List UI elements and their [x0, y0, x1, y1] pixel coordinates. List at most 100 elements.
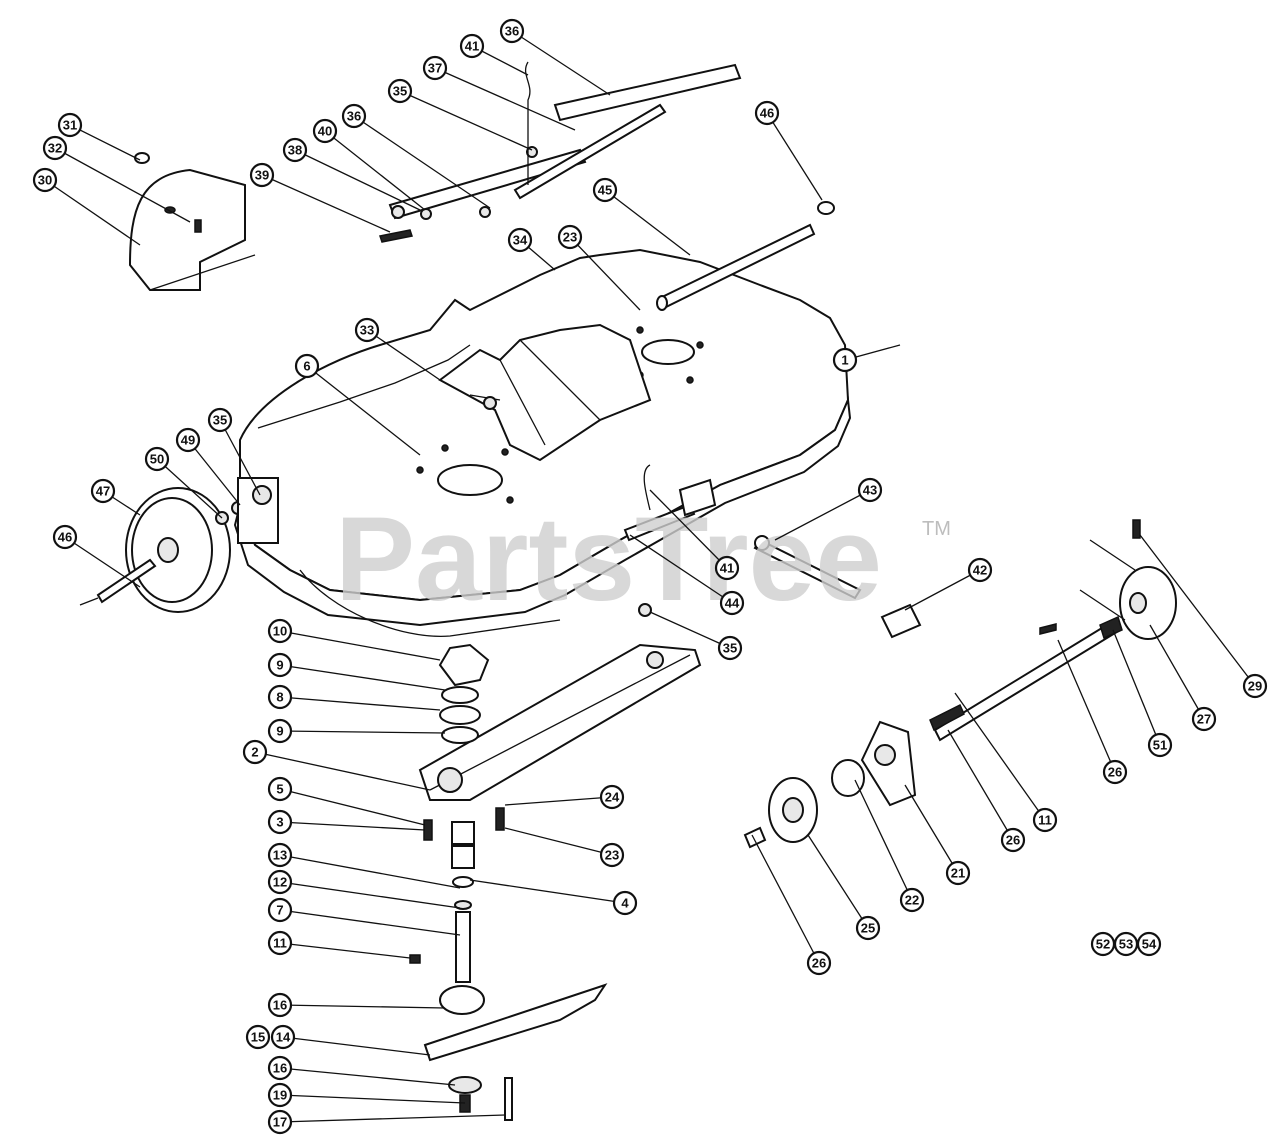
- callout-c24: 24: [599, 784, 625, 810]
- callout-leader-c40: [324, 130, 426, 211]
- callout-label: 26: [812, 956, 826, 971]
- callout-c40: 40: [312, 118, 338, 144]
- callout-c34: 34: [507, 227, 533, 253]
- callout-leader-c50: [156, 458, 223, 519]
- callout-leader-c9b: [279, 730, 446, 734]
- callout-leader-c49: [187, 439, 241, 506]
- callout-label: 4: [621, 896, 629, 911]
- callout-label: 11: [273, 936, 287, 951]
- callout-leader-c35c: [649, 611, 731, 649]
- callout-leader-c38: [294, 149, 421, 211]
- callout-c5: 5: [267, 776, 293, 802]
- callout-leader-c22: [854, 779, 913, 901]
- callout-label: 29: [1248, 679, 1262, 694]
- callout-c36a: 36: [341, 103, 367, 129]
- callout-c26b: 26: [1102, 759, 1128, 785]
- callout-leader-c16b: [279, 1067, 456, 1086]
- callout-label: 27: [1197, 712, 1211, 727]
- callout-leader-c35a: [399, 90, 533, 151]
- callout-label: 51: [1153, 738, 1167, 753]
- callout-leader-c2: [254, 751, 431, 791]
- callout-c33: 33: [354, 317, 380, 343]
- callout-label: 35: [723, 641, 737, 656]
- callout-label: 52: [1096, 937, 1110, 952]
- callout-label: 1: [841, 353, 848, 368]
- callout-leader-c7: [279, 909, 461, 936]
- callout-label: 35: [393, 84, 407, 99]
- callout-c23b: 23: [599, 842, 625, 868]
- callout-c32: 32: [42, 135, 68, 161]
- callout-c41a: 41: [459, 33, 485, 59]
- callout-leader-c26a: [751, 834, 820, 964]
- callout-leader-c29: [1139, 534, 1256, 687]
- callout-label: 19: [273, 1088, 287, 1103]
- callout-c44: 44: [719, 590, 745, 616]
- callout-label: 2: [251, 745, 258, 760]
- callout-c29: 29: [1242, 673, 1268, 699]
- callout-label: 40: [318, 124, 332, 139]
- callout-c50: 50: [144, 446, 170, 472]
- deck-hitch-hardware: [623, 464, 922, 639]
- deck-wheel: [79, 487, 231, 613]
- callout-c39: 39: [249, 162, 275, 188]
- callout-leader-c39: [261, 174, 391, 233]
- callout-label: 44: [725, 596, 740, 611]
- callout-c14: 14: [270, 1024, 296, 1050]
- spindle-plate: [418, 643, 702, 801]
- callout-c26a: 26: [806, 950, 832, 976]
- callout-label: 35: [213, 413, 227, 428]
- callout-c23a: 23: [557, 224, 583, 250]
- callout-leader-c41b: [649, 489, 728, 569]
- callout-leader-c51: [1112, 629, 1161, 746]
- callout-c46a: 46: [52, 524, 78, 550]
- callout-c43: 43: [857, 477, 883, 503]
- callout-c51: 51: [1147, 732, 1173, 758]
- callout-leader-c32: [54, 147, 191, 223]
- callout-label: 30: [38, 173, 52, 188]
- callout-c45: 45: [592, 177, 618, 203]
- callout-leader-c14: [282, 1036, 431, 1056]
- callout-label: 32: [48, 141, 62, 156]
- callout-c16b: 16: [267, 1055, 293, 1081]
- callout-c8: 8: [267, 684, 293, 710]
- callout-c35a: 35: [387, 78, 413, 104]
- callout-c22: 22: [899, 887, 925, 913]
- callout-c37: 37: [422, 55, 448, 81]
- callout-c35b: 35: [207, 407, 233, 433]
- callout-leader-c21: [904, 784, 959, 874]
- callout-c9a: 9: [267, 652, 293, 678]
- callout-leader-c23a: [569, 236, 641, 311]
- watermark-text: PartsTree: [335, 492, 882, 626]
- callout-c27: 27: [1191, 706, 1217, 732]
- callout-leader-c23b: [504, 827, 613, 856]
- callout-leader-c36b: [511, 30, 611, 96]
- callout-leader-c8: [279, 696, 441, 711]
- callout-label: 54: [1142, 937, 1157, 952]
- callout-leader-c46b: [766, 112, 823, 201]
- callout-label: 16: [273, 998, 287, 1013]
- callout-c1: 1: [832, 347, 858, 373]
- callout-c3: 3: [267, 809, 293, 835]
- callout-label: 42: [973, 563, 987, 578]
- callout-c6: 6: [294, 353, 320, 379]
- callout-label: 49: [181, 433, 195, 448]
- callout-label: 25: [861, 921, 875, 936]
- callout-c7: 7: [267, 897, 293, 923]
- callout-c13: 13: [267, 842, 293, 868]
- callout-label: 26: [1108, 765, 1122, 780]
- callout-leader-c12: [279, 881, 461, 909]
- callout-c42: 42: [967, 557, 993, 583]
- callout-leader-c19: [279, 1094, 466, 1104]
- callout-label: 10: [273, 624, 287, 639]
- callout-label: 46: [58, 530, 72, 545]
- callout-label: 5: [276, 782, 283, 797]
- callout-label: 38: [288, 143, 302, 158]
- callout-label: 46: [760, 106, 774, 121]
- callout-label: 47: [96, 484, 110, 499]
- callout-leader-c6: [306, 365, 421, 456]
- callout-c10: 10: [267, 618, 293, 644]
- callout-c15: 15: [245, 1024, 271, 1050]
- pivot-bar: [656, 223, 816, 311]
- callout-leader-c4: [469, 879, 626, 904]
